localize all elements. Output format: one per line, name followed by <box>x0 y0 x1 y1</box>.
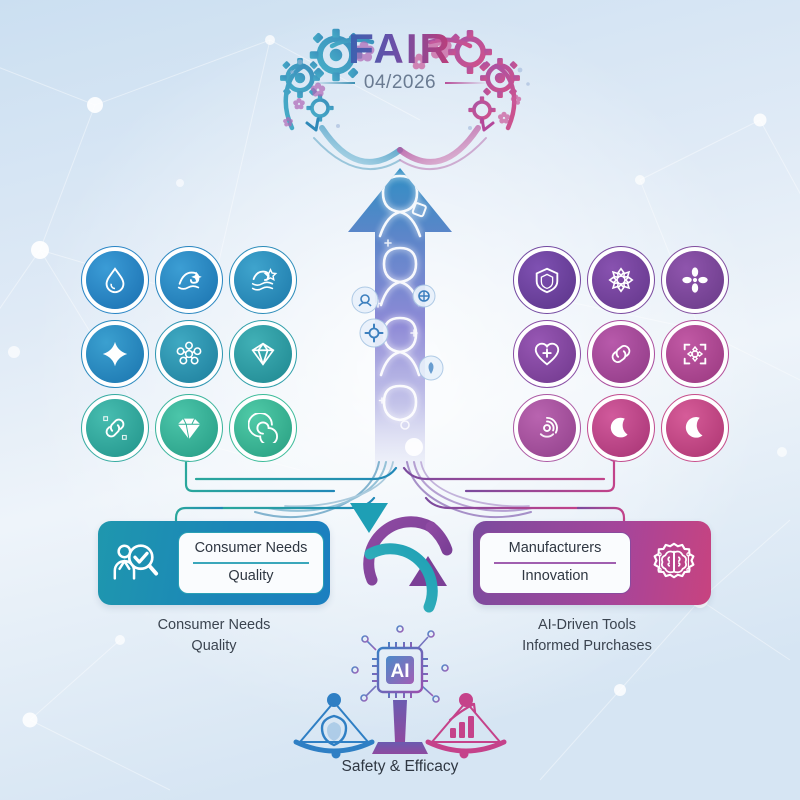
caption-line-2: Quality <box>191 637 237 654</box>
left-icon-grid <box>78 243 300 465</box>
title-swoosh <box>305 117 495 171</box>
chain-link-icon <box>103 416 127 440</box>
date-rule-left <box>312 82 355 84</box>
icon-node-molecule-cluster[interactable] <box>152 317 226 391</box>
icon-node-focus-frame[interactable] <box>658 317 732 391</box>
exchange-cycle-arrows <box>350 503 453 613</box>
manufacturer-card-panel: Manufacturers Innovation <box>479 532 631 594</box>
scale-caption: Safety & Efficacy <box>341 758 459 775</box>
flower-ornaments <box>283 36 530 130</box>
arrow-bubble-icons <box>351 284 444 456</box>
gem-shield-icon <box>251 342 275 366</box>
consumer-caption: Consumer Needs Quality <box>64 615 364 656</box>
icon-node-wave-star[interactable] <box>226 243 300 317</box>
icon-node-wave-sparkle[interactable] <box>152 243 226 317</box>
panel-secondary-text: Innovation <box>521 568 589 585</box>
diamond-icon <box>177 418 201 440</box>
caption-line-1: AI-Driven Tools <box>537 617 637 633</box>
card-icon-right <box>637 538 711 588</box>
shield-icon <box>535 267 559 294</box>
balance-scale: AI <box>293 625 507 759</box>
icon-node-diamond[interactable] <box>152 391 226 465</box>
panel-divider <box>494 562 616 564</box>
date-rule-right <box>445 82 488 84</box>
icon-node-crescent-moon[interactable] <box>584 391 658 465</box>
right-icon-grid <box>510 243 732 465</box>
decorative-crown <box>280 28 530 171</box>
icon-node-gem-shield[interactable] <box>226 317 300 391</box>
wave-sparkle-icon <box>177 271 202 290</box>
ai-chip-icon: AI <box>351 625 449 703</box>
title-block: FAIR 04/2026 <box>0 28 800 94</box>
consumer-card[interactable]: Consumer Needs Quality <box>98 521 330 605</box>
icon-node-sparkle[interactable] <box>78 317 152 391</box>
icon-node-water-drop[interactable] <box>78 243 152 317</box>
crescent-moon-icon <box>685 417 703 438</box>
icon-node-shield[interactable] <box>510 243 584 317</box>
scale-pan-left <box>293 700 375 754</box>
panel-primary-text: Consumer Needs <box>194 540 308 557</box>
icon-node-petal-cross[interactable] <box>658 243 732 317</box>
icon-node-crescent-moon[interactable] <box>658 391 732 465</box>
icon-node-spiral[interactable] <box>510 391 584 465</box>
svg-text:AI: AI <box>391 661 410 682</box>
crescent-moon-icon <box>610 417 628 438</box>
chain-link-icon <box>611 345 631 363</box>
icon-node-heart-plus[interactable] <box>510 317 584 391</box>
manufacturer-caption: AI-Driven Tools Informed Purchases <box>437 615 737 656</box>
caption-line-1: Consumer Needs <box>157 617 271 633</box>
manufacturer-card[interactable]: Manufacturers Innovation <box>473 521 711 605</box>
title-date-row: 04/2026 <box>0 72 800 94</box>
title-date: 04/2026 <box>363 72 437 93</box>
card-icon-left <box>98 538 172 588</box>
consumer-search-check-icon <box>113 544 159 580</box>
focus-frame-icon <box>683 343 707 365</box>
icon-node-chain-link[interactable] <box>78 391 152 465</box>
page-title: FAIR <box>348 25 452 72</box>
caption-line-2: Informed Purchases <box>522 637 652 654</box>
brain-gear-icon <box>653 542 695 579</box>
panel-secondary-text: Quality <box>228 568 274 585</box>
water-drop-icon <box>105 267 125 294</box>
petal-cross-icon <box>682 267 708 293</box>
scale-pan-right <box>425 700 507 754</box>
consumer-card-panel: Consumer Needs Quality <box>178 532 324 594</box>
spiral-icon <box>248 413 278 443</box>
icon-node-spiral[interactable] <box>226 391 300 465</box>
molecule-cluster-icon <box>176 341 202 365</box>
spiral-icon <box>539 416 558 438</box>
panel-divider <box>192 562 310 564</box>
panel-primary-text: Manufacturers <box>508 540 602 557</box>
wave-star-icon <box>251 268 278 291</box>
sparkle-icon <box>102 341 128 367</box>
gear-flower-icon <box>608 267 634 293</box>
heart-plus-icon <box>534 342 560 366</box>
icon-node-chain-link[interactable] <box>584 317 658 391</box>
icon-node-gear-flower[interactable] <box>584 243 658 317</box>
